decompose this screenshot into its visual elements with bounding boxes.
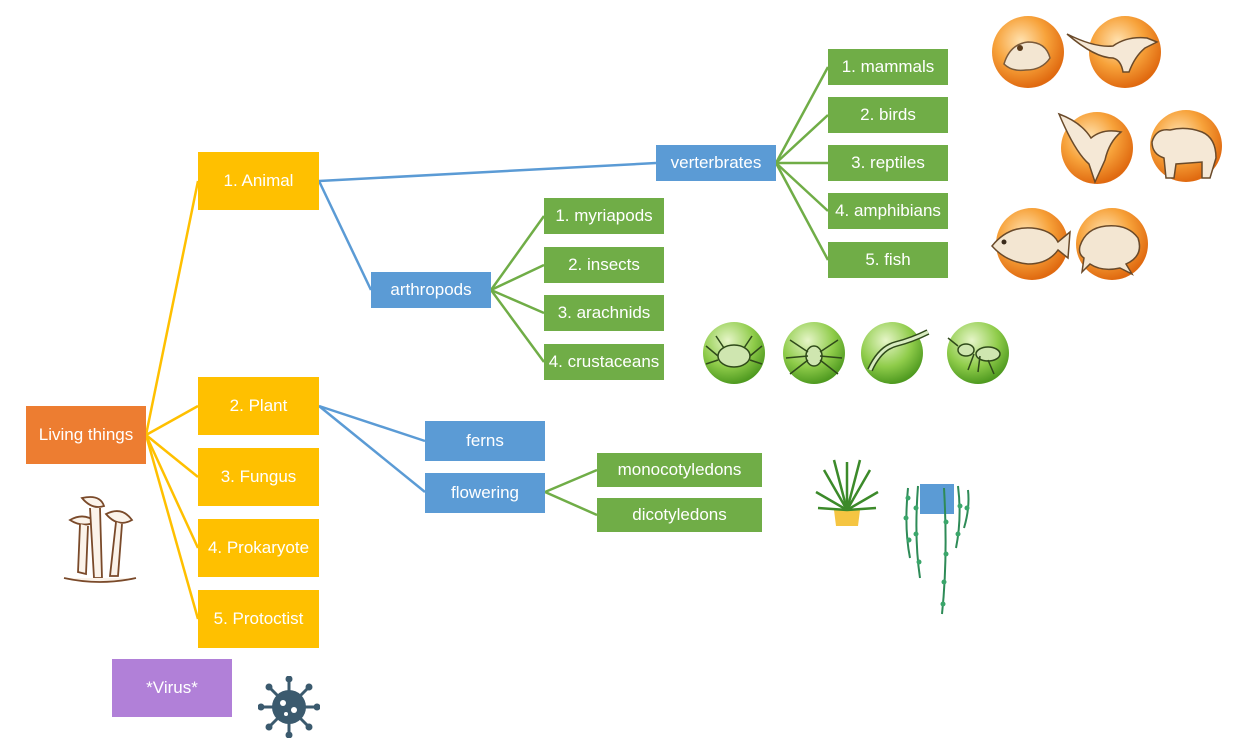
connector-arth-myriapods xyxy=(489,215,546,291)
connector-root-plant xyxy=(145,404,199,437)
node-amphibians: 4. amphibians xyxy=(828,193,948,229)
node-ferns: ferns xyxy=(425,421,545,461)
node-plant: 2. Plant xyxy=(198,377,319,435)
connector-flow-mono xyxy=(544,468,598,494)
node-reptiles: 3. reptiles xyxy=(828,145,948,181)
connector-arth-crustaceans xyxy=(489,289,546,363)
node-mammals: 1. mammals xyxy=(828,49,948,85)
node-insects: 2. insects xyxy=(544,247,664,283)
mushroom-icon xyxy=(63,496,137,583)
node-arachnids: 3. arachnids xyxy=(544,295,664,331)
node-dicotyledons: dicotyledons xyxy=(597,498,762,532)
node-animal: 1. Animal xyxy=(198,152,319,210)
node-protoctist: 5. Protoctist xyxy=(198,590,319,648)
centipede-icon xyxy=(861,322,930,384)
connector-animal-vertebrates xyxy=(318,161,657,183)
node-flowering: flowering xyxy=(425,473,545,513)
toad-icon xyxy=(1076,208,1148,280)
connector-root-animal xyxy=(144,180,200,436)
hanging-plant-icon xyxy=(903,484,970,615)
connector-vert-fish xyxy=(774,162,830,261)
node-fish: 5. fish xyxy=(828,242,948,278)
connector-arth-insects xyxy=(490,263,545,292)
connector-root-protoctist xyxy=(144,434,200,620)
connector-root-prokaryote xyxy=(144,434,200,549)
spider-icon xyxy=(783,322,845,384)
connector-plant-ferns xyxy=(318,404,426,443)
node-prokaryote: 4. Prokaryote xyxy=(198,519,319,577)
bird-icon xyxy=(1057,112,1133,185)
node-monocotyledons: monocotyledons xyxy=(597,453,762,487)
frog-icon xyxy=(992,16,1064,88)
connector-vert-birds xyxy=(775,114,829,164)
node-living-things: Living things xyxy=(26,406,146,464)
fish-icon xyxy=(991,208,1071,280)
virus-icon xyxy=(258,676,320,738)
ant-icon xyxy=(947,322,1009,384)
connector-flow-di xyxy=(544,490,598,517)
grass-plant-icon xyxy=(815,459,879,526)
node-arthropods: arthropods xyxy=(371,272,491,308)
connector-arth-arachnids xyxy=(490,288,545,315)
node-birds: 2. birds xyxy=(828,97,948,133)
connector-vert-mammals xyxy=(774,66,830,164)
node-virus: *Virus* xyxy=(112,659,232,717)
connector-root-fungus xyxy=(145,434,199,478)
node-myriapods: 1. myriapods xyxy=(544,198,664,234)
node-fungus: 3. Fungus xyxy=(198,448,319,506)
crab-icon xyxy=(703,322,765,384)
connector-plant-flowering xyxy=(318,405,426,493)
connector-vert-amphibians xyxy=(775,162,829,212)
node-vertebrates: verterbrates xyxy=(656,145,776,181)
dinosaur-icon xyxy=(1066,16,1161,88)
node-crustaceans: 4. crustaceans xyxy=(544,344,664,380)
connector-animal-arthropods xyxy=(317,180,373,291)
bear-icon xyxy=(1150,110,1222,182)
